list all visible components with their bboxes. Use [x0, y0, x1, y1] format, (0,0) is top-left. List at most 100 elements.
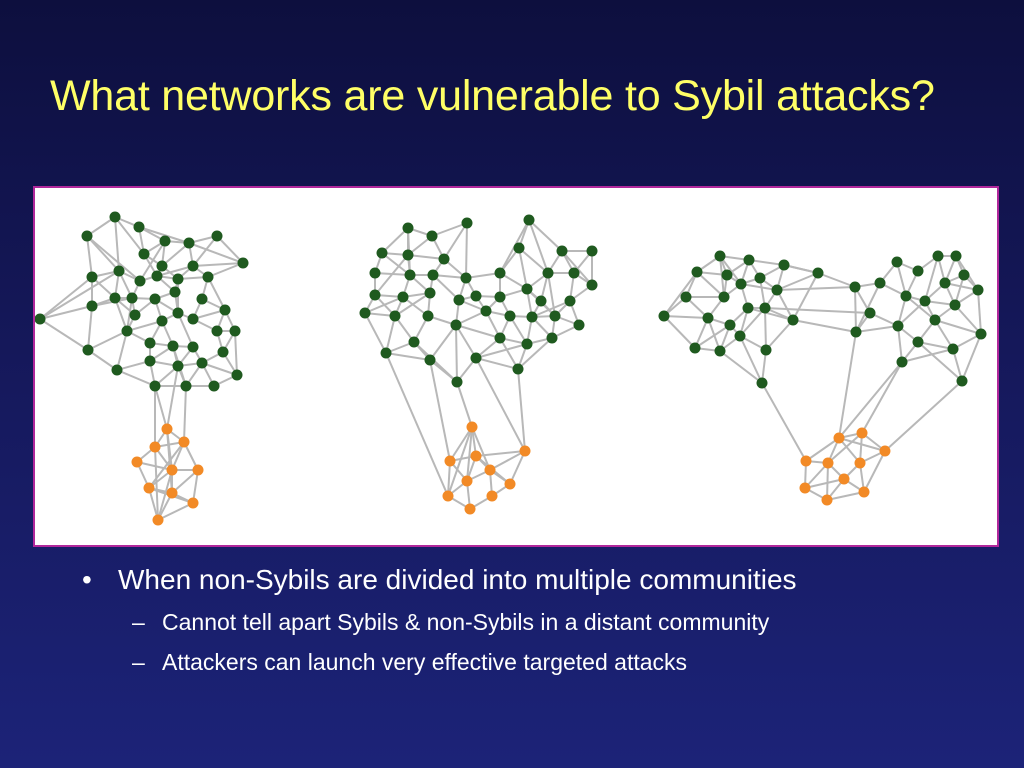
- network-edge: [192, 262, 244, 267]
- non-sybil-node: [760, 344, 772, 356]
- sybil-node: [442, 490, 454, 502]
- non-sybil-node: [891, 256, 903, 268]
- network-edge: [761, 382, 807, 462]
- network-edge: [896, 261, 907, 297]
- sybil-node: [444, 455, 456, 467]
- network-edge: [765, 319, 794, 351]
- sybil-node: [800, 455, 812, 467]
- non-sybil-node: [939, 277, 951, 289]
- network-edge: [413, 341, 458, 383]
- network-edge: [707, 317, 721, 352]
- non-sybil-node: [494, 267, 506, 279]
- sybil-node: [879, 445, 891, 457]
- sybil-node: [187, 497, 199, 509]
- non-sybil-node: [480, 305, 492, 317]
- non-sybil-node: [183, 237, 195, 249]
- network-edge: [364, 312, 387, 354]
- network-edge: [977, 289, 982, 335]
- non-sybil-node: [956, 375, 968, 387]
- sub-bullet-marker: –: [132, 609, 145, 635]
- network-edge: [783, 264, 819, 274]
- non-sybil-node: [972, 284, 984, 296]
- sub-bullet-2-text: Attackers can launch very effective targ…: [162, 649, 688, 675]
- non-sybil-node: [721, 269, 733, 281]
- non-sybil-node: [521, 338, 533, 350]
- non-sybil-node: [892, 320, 904, 332]
- network-edge: [171, 469, 199, 494]
- sybil-node: [856, 427, 868, 439]
- network-edge: [961, 333, 982, 382]
- network-edge: [39, 270, 120, 320]
- network-edge: [764, 307, 871, 314]
- network-edge: [157, 469, 173, 521]
- sub-bullet-list: – Cannot tell apart Sybils & non-Sybils …: [70, 602, 1000, 682]
- non-sybil-node: [714, 345, 726, 357]
- non-sybil-node: [144, 337, 156, 349]
- non-sybil-node: [874, 277, 886, 289]
- non-sybil-node: [109, 292, 121, 304]
- non-sybil-node: [812, 267, 824, 279]
- network-edge: [188, 242, 244, 264]
- network-edge: [838, 361, 903, 439]
- network-figure: [33, 186, 999, 547]
- non-sybil-node: [958, 269, 970, 281]
- non-sybil-node: [689, 342, 701, 354]
- network-edge: [148, 441, 185, 489]
- network-edge: [429, 359, 451, 462]
- non-sybil-node: [734, 330, 746, 342]
- bullet-list: • When non-Sybils are divided into multi…: [70, 558, 1000, 682]
- network-edge: [561, 250, 593, 286]
- non-sybil-node: [759, 302, 771, 314]
- non-sybil-node: [380, 347, 392, 359]
- non-sybil-node: [217, 346, 229, 358]
- network-edge: [826, 491, 865, 501]
- non-sybil-node: [742, 302, 754, 314]
- network-edge: [952, 348, 963, 382]
- non-sybil-node: [402, 249, 414, 261]
- non-sybil-node: [691, 266, 703, 278]
- non-sybil-node: [526, 311, 538, 323]
- non-sybil-node: [86, 271, 98, 283]
- non-sybil-node: [724, 319, 736, 331]
- non-sybil-node: [113, 265, 125, 277]
- non-sybil-node: [949, 299, 961, 311]
- network-edge: [154, 446, 159, 521]
- network-edge: [901, 348, 954, 363]
- network-edge: [126, 320, 163, 332]
- non-sybil-node: [427, 269, 439, 281]
- non-sybil-node: [229, 325, 241, 337]
- sybil-node: [799, 482, 811, 494]
- network-edge: [719, 350, 763, 384]
- network-edge: [381, 252, 411, 276]
- non-sybil-node: [912, 336, 924, 348]
- non-sybil-node: [714, 250, 726, 262]
- non-sybil-node: [573, 319, 585, 331]
- sybil-node: [470, 450, 482, 462]
- non-sybil-node: [702, 312, 714, 324]
- network-edge: [455, 324, 501, 339]
- network-edge: [116, 369, 156, 387]
- network-edge: [432, 274, 460, 301]
- non-sybil-node: [196, 357, 208, 369]
- non-sybil-node: [376, 247, 388, 259]
- sybil-node: [152, 514, 164, 526]
- network-edge: [432, 274, 467, 279]
- non-sybil-node: [451, 376, 463, 388]
- non-sybil-node: [424, 354, 436, 366]
- non-sybil-node: [187, 313, 199, 325]
- slide-title: What networks are vulnerable to Sybil at…: [50, 72, 935, 120]
- non-sybil-node: [408, 336, 420, 348]
- non-sybil-node: [586, 245, 598, 257]
- non-sybil-node: [167, 340, 179, 352]
- non-sybil-node: [156, 260, 168, 272]
- non-sybil-node: [912, 265, 924, 277]
- network-edge: [917, 341, 954, 350]
- non-sybil-node: [208, 380, 220, 392]
- non-sybil-node: [513, 242, 525, 254]
- sub-bullet-2: – Attackers can launch very effective ta…: [70, 642, 1000, 682]
- non-sybil-node: [187, 260, 199, 272]
- non-sybil-node: [680, 291, 692, 303]
- network-edge: [166, 365, 179, 430]
- non-sybil-node: [202, 271, 214, 283]
- non-sybil-node: [450, 319, 462, 331]
